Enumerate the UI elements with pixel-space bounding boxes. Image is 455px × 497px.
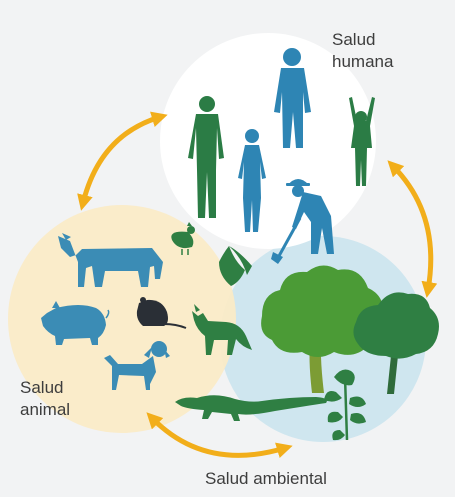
- environmental-health-label: Salud ambiental: [205, 468, 327, 490]
- arrow-human-animal: [83, 117, 160, 203]
- environmental-health-label-text: Salud ambiental: [205, 468, 327, 490]
- human-health-label: Salud humana: [332, 29, 393, 73]
- human-health-label-line-1: Salud: [332, 29, 393, 51]
- animal-health-label-line-2: animal: [20, 399, 70, 421]
- human-health-label-line-2: humana: [332, 51, 393, 73]
- animal-health-label: Salud animal: [20, 377, 70, 421]
- animal-health-label-line-1: Salud: [20, 377, 70, 399]
